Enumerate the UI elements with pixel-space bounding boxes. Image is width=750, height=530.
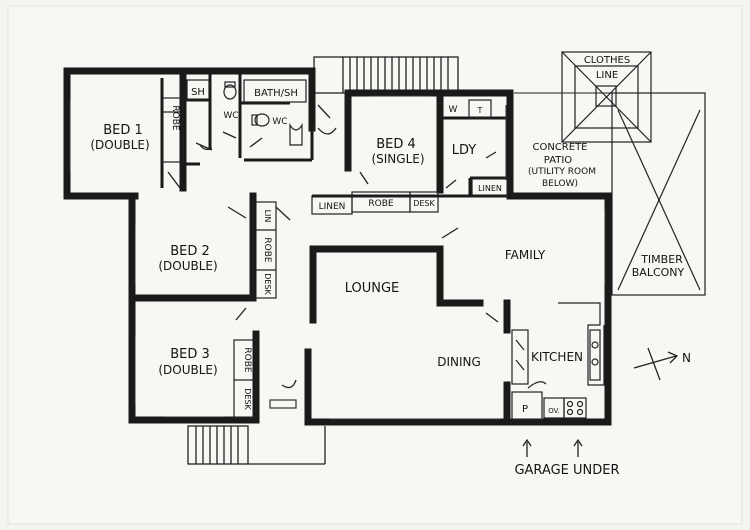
- bed3-desk-label: DESK: [243, 388, 252, 410]
- clothes-line-label-1: CLOTHES: [584, 55, 630, 66]
- room-bed3-name: BED 3: [170, 347, 210, 362]
- bed3-robe-label: ROBE: [242, 347, 252, 373]
- stairs-bottom: [187, 425, 326, 465]
- kitchen-fixtures: [511, 302, 605, 421]
- bed3-storage: [233, 339, 257, 419]
- hall-linen-label: LINEN: [319, 202, 346, 212]
- timber-balcony: [611, 92, 706, 296]
- garage-label: GARAGE UNDER: [514, 463, 619, 478]
- room-bed1-name: BED 1: [103, 123, 143, 138]
- room-bed2-name: BED 2: [170, 244, 210, 259]
- room-dining: DINING: [437, 355, 481, 369]
- room-shower: SH: [191, 87, 205, 98]
- door-swings: [167, 104, 547, 389]
- room-bed1-type: (DOUBLE): [90, 138, 149, 152]
- hall-linen-robe-desk: [311, 191, 439, 215]
- north-arrow-icon: [633, 347, 679, 381]
- room-laundry: LDY: [452, 143, 477, 158]
- clothes-line-label-2: LINE: [596, 70, 618, 81]
- bed2-lin-label: LIN: [263, 210, 272, 223]
- bed4-robe-label: ROBE: [368, 199, 394, 209]
- patio-label-2: PATIO: [544, 155, 573, 166]
- room-bed3-type: (DOUBLE): [158, 363, 217, 377]
- room-wc-2: WC: [272, 117, 287, 127]
- stairs-top: [313, 56, 459, 94]
- bed1-robe-label: ROBE: [170, 105, 180, 131]
- bed4-desk-label: DESK: [413, 199, 435, 208]
- bathroom-fixtures: [186, 79, 307, 151]
- balcony-label-2: BALCONY: [632, 266, 685, 279]
- balcony-label-1: TIMBER: [640, 253, 683, 266]
- clothes-line: [561, 51, 652, 143]
- walls: [63, 67, 612, 426]
- patio-label-4: BELOW): [542, 179, 578, 189]
- kitchen-pantry-label: P: [522, 404, 528, 415]
- bed2-robe-label: ROBE: [262, 237, 272, 263]
- windows: [69, 95, 606, 420]
- room-bed4-type: (SINGLE): [371, 152, 424, 166]
- room-kitchen: KITCHEN: [531, 350, 583, 364]
- room-bath-shower: BATH/SH: [254, 88, 298, 99]
- kitchen-oven-label: OV.: [548, 407, 560, 415]
- north-label: N: [682, 351, 691, 365]
- room-bed4-name: BED 4: [376, 137, 416, 152]
- garage-arrows: [522, 438, 583, 457]
- ldy-w-label: W: [449, 105, 458, 115]
- room-wc-1: WC: [223, 111, 238, 121]
- patio-label-1: CONCRETE: [532, 142, 587, 153]
- room-bed2-type: (DOUBLE): [158, 259, 217, 273]
- ldy-tub-label: T: [477, 106, 483, 115]
- bed2-desk-label: DESK: [263, 273, 272, 295]
- bed1-robe: [161, 97, 184, 163]
- room-lounge: LOUNGE: [345, 281, 400, 296]
- patio-label-3: (UTILITY ROOM: [528, 167, 596, 177]
- room-family: FAMILY: [505, 248, 546, 262]
- bed2-storage: [252, 201, 277, 299]
- ldy-linen-label: LINEN: [478, 184, 502, 193]
- laundry-fixtures: [468, 99, 509, 197]
